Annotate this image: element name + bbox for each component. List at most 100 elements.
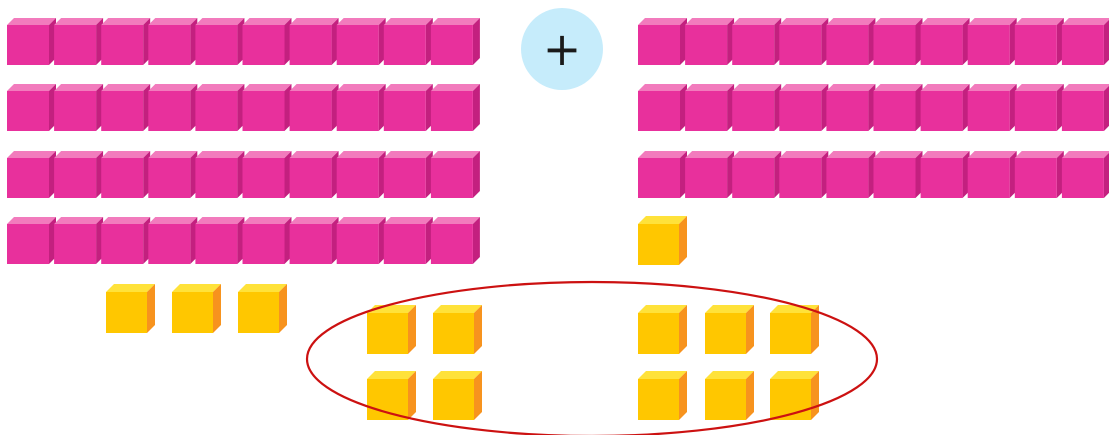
cube-top-face	[770, 371, 819, 379]
rod-cube	[337, 217, 386, 264]
cube-front-face	[290, 158, 332, 198]
cube-top-face	[172, 284, 221, 292]
rod-cube	[384, 84, 433, 131]
cube-top-face	[968, 84, 1017, 91]
cube-top-face	[779, 84, 828, 91]
cube-front-face	[54, 91, 96, 131]
rod-cube	[195, 84, 244, 131]
plus-operator: +	[521, 8, 603, 90]
rod-cube	[148, 18, 197, 65]
cube-front-face	[921, 158, 963, 198]
ten-rod	[7, 18, 480, 65]
cube-top-face	[195, 217, 244, 224]
cube-front-face	[54, 25, 96, 65]
cube-top-face	[290, 18, 339, 25]
rod-cube	[732, 151, 781, 198]
rod-cube	[921, 151, 970, 198]
rod-cube	[384, 217, 433, 264]
rod-cube	[826, 18, 875, 65]
cube-front-face	[732, 158, 774, 198]
cube-top-face	[54, 151, 103, 158]
cube-top-face	[290, 151, 339, 158]
cube-front-face	[638, 313, 679, 354]
rod-cube	[148, 217, 197, 264]
cube-front-face	[384, 25, 426, 65]
rod-cube	[7, 84, 56, 131]
unit-cube	[433, 371, 482, 420]
cube-top-face	[337, 151, 386, 158]
cube-front-face	[431, 224, 473, 264]
ten-rod	[7, 217, 480, 264]
cube-top-face	[968, 18, 1017, 25]
cube-top-face	[384, 217, 433, 224]
cube-front-face	[106, 292, 147, 333]
cube-top-face	[433, 305, 482, 313]
cube-front-face	[7, 158, 49, 198]
cube-front-face	[433, 313, 474, 354]
cube-side-face	[746, 371, 754, 420]
rod-cube	[779, 84, 828, 131]
rod-cube	[7, 151, 56, 198]
cube-top-face	[433, 371, 482, 379]
cube-front-face	[705, 379, 746, 420]
cube-top-face	[921, 151, 970, 158]
rod-cube	[638, 18, 687, 65]
rod-cube	[732, 84, 781, 131]
cube-top-face	[101, 217, 150, 224]
rod-cube	[290, 18, 339, 65]
rod-cube	[384, 18, 433, 65]
cube-front-face	[826, 158, 868, 198]
cube-top-face	[779, 18, 828, 25]
rod-cube	[101, 18, 150, 65]
cube-front-face	[384, 91, 426, 131]
cube-top-face	[874, 18, 923, 25]
cube-front-face	[148, 224, 190, 264]
cube-front-face	[101, 158, 143, 198]
cube-top-face	[685, 84, 734, 91]
cube-side-face	[473, 151, 480, 198]
cube-top-face	[638, 151, 687, 158]
rod-cube	[1062, 84, 1109, 131]
rod-cube	[732, 18, 781, 65]
rod-cube	[1015, 84, 1064, 131]
rod-cube	[874, 151, 923, 198]
cube-front-face	[770, 313, 811, 354]
cube-side-face	[1104, 18, 1109, 65]
rod-cube	[431, 84, 480, 131]
cube-side-face	[474, 371, 482, 420]
cube-front-face	[779, 91, 821, 131]
rod-cube	[779, 18, 828, 65]
cube-top-face	[337, 217, 386, 224]
cube-front-face	[431, 91, 473, 131]
cube-top-face	[337, 84, 386, 91]
ten-rod	[7, 84, 480, 131]
rod-cube	[968, 151, 1017, 198]
cube-front-face	[384, 224, 426, 264]
cube-top-face	[874, 151, 923, 158]
cube-front-face	[337, 224, 379, 264]
cube-front-face	[101, 91, 143, 131]
cube-front-face	[874, 25, 916, 65]
cube-front-face	[826, 25, 868, 65]
cube-side-face	[679, 305, 687, 354]
cube-top-face	[290, 84, 339, 91]
right-addend-ten-rods	[638, 18, 1109, 198]
cube-side-face	[473, 18, 480, 65]
plus-sign: +	[543, 22, 582, 76]
cube-front-face	[779, 158, 821, 198]
cube-front-face	[290, 25, 332, 65]
cube-top-face	[243, 217, 292, 224]
cube-top-face	[826, 84, 875, 91]
cube-front-face	[195, 224, 237, 264]
cube-front-face	[148, 158, 190, 198]
cube-front-face	[367, 313, 408, 354]
cube-front-face	[7, 224, 49, 264]
rod-cube	[148, 151, 197, 198]
rod-cube	[826, 151, 875, 198]
rod-cube	[874, 84, 923, 131]
rod-cube	[431, 217, 480, 264]
unit-cube	[172, 284, 221, 333]
rod-cube	[54, 217, 103, 264]
right-addend-loose-units	[638, 216, 687, 265]
rod-cube	[290, 84, 339, 131]
